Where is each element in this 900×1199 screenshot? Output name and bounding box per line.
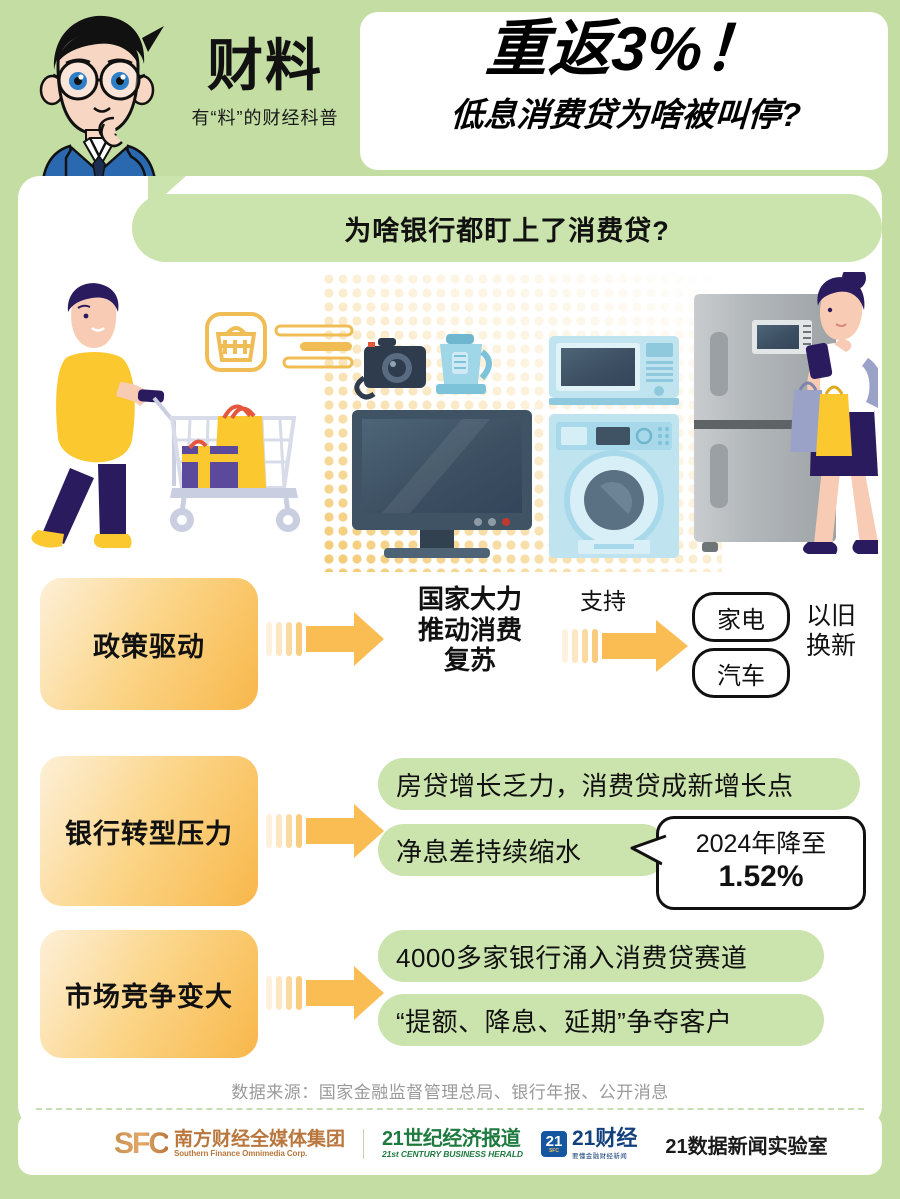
market-point-1-text: 4000多家银行涌入消费贷赛道: [396, 942, 748, 973]
market-point-2: “提额、降息、延期”争夺客户: [378, 994, 824, 1046]
caijing-cn-text: 21财经: [571, 1126, 638, 1150]
arrow-stripes-icon: [266, 814, 306, 848]
category-pill-appliance: 家电: [692, 592, 790, 642]
row-bank-transformation: 银行转型压力 房贷增长乏力，消费贷成新增长点 净息差持续缩水 2024年降至 1…: [40, 756, 866, 910]
nim-callout: 2024年降至 1.52%: [656, 816, 866, 910]
bank-point-2-text: 净息差持续缩水: [396, 836, 582, 867]
category-pill-auto-text: 汽车: [717, 662, 765, 690]
header: [0, 0, 900, 180]
right-arrow-icon: [266, 966, 384, 1020]
row-market-competition: 市场竞争变大 4000多家银行涌入消费贷赛道 “提额、降息、延期”争夺客户: [40, 930, 860, 1058]
sfc-mark-text: SFC: [114, 1127, 170, 1160]
policy-mid-line2: 推动消费: [417, 614, 522, 645]
policy-mid-line3: 复苏: [443, 645, 496, 676]
question-banner-text: 为啥银行都盯上了消费贷?: [344, 215, 670, 246]
sfc-logo: SFC 南方财经全媒体集团 Southern Finance Omnimedia…: [114, 1127, 345, 1161]
nim-callout-line2: 1.52%: [718, 859, 804, 893]
row-policy-drive: 政策驱动 国家大力 推动消费 复苏 支持 家电 汽车 以旧: [40, 578, 860, 710]
row-label-market-competition: 市场竞争变大: [40, 930, 258, 1058]
herald-logo: 21世纪经济报道 21st CENTURY BUSINESS HERALD: [382, 1129, 523, 1159]
page-title-block: 重返3%！ 低息消费贷为啥被叫停?: [370, 15, 882, 136]
illustration: [22, 272, 878, 572]
caijing-badge-sub: SFC: [548, 1147, 559, 1154]
trade-in-text: 以旧 换新: [796, 602, 866, 661]
question-banner: 为啥银行都盯上了消费贷?: [132, 194, 882, 262]
policy-mid-line1: 国家大力: [417, 584, 522, 614]
right-arrow-icon-2: [562, 620, 688, 672]
nim-callout-line1: 2024年降至: [695, 830, 827, 859]
logo-divider: [363, 1129, 365, 1159]
callout-tail-icon: [630, 834, 667, 866]
microwave-icon: [549, 336, 679, 405]
market-point-1: 4000多家银行涌入消费贷赛道: [378, 930, 824, 982]
row-label-text: 银行转型压力: [65, 818, 233, 849]
support-label: 支持: [580, 588, 626, 614]
data-source-note: 数据来源：国家金融监督管理总局、银行年报、公开消息: [231, 1083, 669, 1102]
footer-bar: SFC 南方财经全媒体集团 Southern Finance Omnimedia…: [18, 1113, 882, 1175]
brand-title: 财料: [207, 34, 323, 97]
right-arrow-icon: [266, 612, 384, 666]
data-lab-text: 21数据新闻实验室: [665, 1135, 828, 1158]
category-pill-auto: 汽车: [692, 648, 790, 698]
trade-in-line1: 以旧: [805, 602, 856, 630]
bank-point-1-text: 房贷增长乏力，消费贷成新增长点: [396, 770, 794, 801]
brand-subtitle: 有“料”的财经科普: [191, 108, 339, 128]
trade-in-line2: 换新: [805, 631, 856, 660]
bank-point-1: 房贷增长乏力，消费贷成新增长点: [378, 758, 860, 810]
motion-lines-icon: [274, 324, 354, 369]
row-label-bank-transformation: 银行转型压力: [40, 756, 258, 906]
market-point-2-text: “提额、降息、延期”争夺客户: [396, 1006, 733, 1037]
caijing-badge-number: 21: [545, 1132, 563, 1150]
washing-machine-icon: [549, 414, 679, 558]
caijing-logo: 21 SFC 21财经 要懂金融财经新闻: [540, 1126, 638, 1161]
caijing-badge-icon: 21 SFC: [540, 1130, 567, 1157]
brand-logo: 财料 有“料”的财经科普: [170, 38, 360, 130]
tv-icon: [352, 410, 532, 558]
row-label-text: 市场竞争变大: [65, 981, 233, 1012]
shopping-cart-man-icon: [31, 283, 165, 548]
kettle-icon: [436, 334, 492, 394]
footer-divider: [36, 1108, 864, 1110]
arrow-stripes-icon: [266, 622, 306, 656]
shopping-cart-icon: [152, 396, 300, 532]
bank-point-2: 净息差持续缩水: [378, 824, 668, 876]
sfc-cn-text: 南方财经全媒体集团: [174, 1128, 346, 1150]
refrigerator-icon: [694, 294, 836, 552]
row-label-text: 政策驱动: [93, 631, 205, 662]
sfc-en-text: Southern Finance Omnimedia Corp.: [174, 1149, 308, 1159]
herald-cn-text: 21世纪经济报道: [382, 1128, 521, 1151]
arrow-stripes-icon-2: [562, 629, 602, 663]
arrow-stripes-icon: [266, 976, 306, 1010]
caijing-en-text: 要懂金融财经新闻: [571, 1153, 628, 1161]
right-arrow-icon: [266, 804, 384, 858]
header-title-panel: [360, 12, 888, 170]
footer-logos: SFC 南方财经全媒体集团 Southern Finance Omnimedia…: [18, 1127, 828, 1161]
policy-mid-text: 国家大力 推动消费 复苏: [380, 584, 560, 676]
page-title: 重返3%！: [483, 15, 769, 84]
category-pill-appliance-text: 家电: [717, 606, 765, 634]
page-subtitle: 低息消费贷为啥被叫停?: [449, 96, 802, 134]
basket-icon: [205, 312, 267, 372]
herald-en-text: 21st CENTURY BUSINESS HERALD: [382, 1149, 523, 1160]
row-label-policy-drive: 政策驱动: [40, 578, 258, 710]
woman-with-phone-icon: [790, 272, 878, 554]
camera-icon: [354, 338, 426, 400]
